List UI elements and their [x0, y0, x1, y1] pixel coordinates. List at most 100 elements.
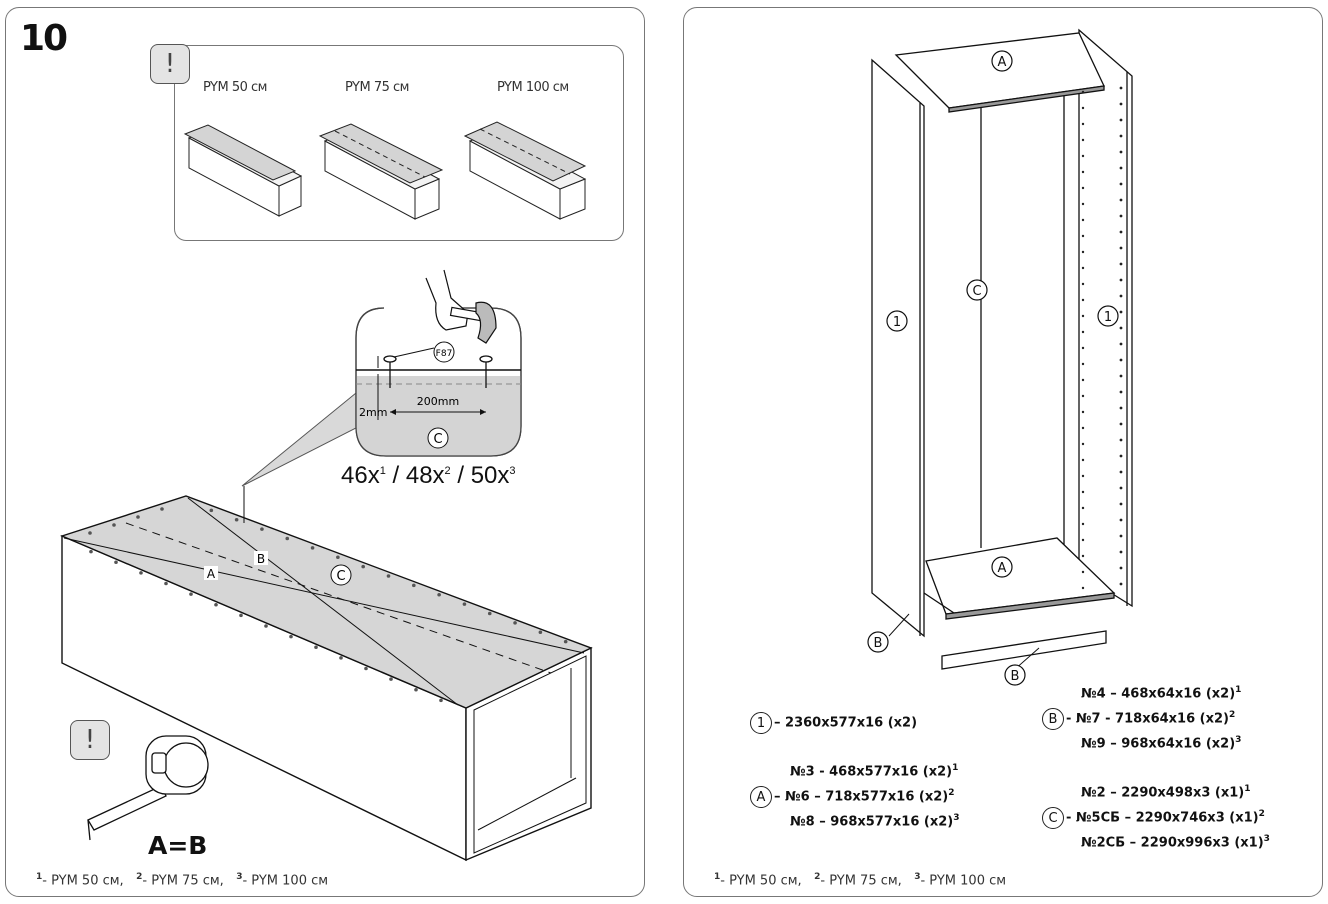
exclamation-icon: !: [150, 44, 190, 84]
screw-hole: [1081, 490, 1085, 494]
variant-label-50: PYM 50 см: [203, 80, 267, 95]
screw-hole: [239, 613, 243, 618]
part-c-spec-2: C- №5СБ – 2290x746x3 (x1)2: [1042, 807, 1265, 829]
screw-hole: [1119, 566, 1123, 570]
screw-hole: [1081, 378, 1085, 382]
part-c-spec-1: №2 – 2290x498x3 (x1)1: [1081, 784, 1251, 801]
screw-hole: [538, 630, 543, 635]
screw-hole: [1081, 138, 1085, 142]
screw-hole: [1081, 266, 1085, 270]
screw-hole: [1081, 362, 1085, 366]
bottom-shelf-label: A: [998, 561, 1007, 576]
screw-hole: [1119, 86, 1123, 90]
exploded-cabinet-drawing: A A C 1 1 B B: [867, 28, 1133, 686]
screw-hole: [1081, 474, 1085, 478]
screw-hole: [264, 624, 268, 628]
screw-hole: [1119, 486, 1123, 490]
detail-panel-label: C: [433, 432, 442, 447]
screw-hole: [1081, 522, 1085, 526]
screw-hole: [1119, 454, 1123, 458]
screw-hole: [214, 602, 218, 607]
variant-drawings: [183, 121, 587, 220]
left-instruction-panel: 10 PYM 50 см PYM 75 см PYM 100 см: [5, 7, 645, 897]
part-a-spec-2: A– №6 – 718x577x16 (x2)2: [750, 786, 955, 808]
screw-hole: [1119, 582, 1123, 586]
screw-hole: [1119, 118, 1123, 122]
screw-hole: [139, 571, 143, 575]
left-side-label: 1: [893, 315, 901, 330]
screw-hole: [1119, 502, 1123, 506]
screw-hole: [513, 621, 517, 625]
variant-footnote: 1- PYM 50 см, 2- PYM 75 см, 3- PYM 100 с…: [714, 872, 1007, 889]
variant-label-75: PYM 75 см: [345, 80, 409, 95]
screw-hole: [189, 592, 193, 596]
screw-hole: [1119, 182, 1123, 186]
back-panel-label: C: [972, 284, 981, 299]
plinth-left-label: B: [874, 636, 883, 651]
screw-hole: [1119, 550, 1123, 554]
panel-c-label: C: [336, 569, 345, 584]
screw-hole: [89, 549, 93, 554]
screw-hole: [1081, 506, 1085, 510]
screw-hole: [386, 574, 391, 578]
part-1-marker: 1: [750, 712, 772, 734]
screw-hole: [1081, 410, 1085, 414]
part-a-spec-1: №3 - 468x577x16 (x2)1: [790, 763, 959, 780]
screw-hole: [160, 507, 164, 511]
screw-hole: [1119, 470, 1123, 474]
screw-hole: [412, 583, 416, 588]
screw-hole: [1081, 570, 1085, 574]
diagonal-b-label: B: [257, 552, 265, 566]
screw-hole: [1119, 150, 1123, 154]
nail-spacing-dimension: 200mm: [417, 395, 459, 408]
screw-hole: [1081, 394, 1085, 398]
screw-hole: [1119, 198, 1123, 202]
screw-hole: [1119, 326, 1123, 330]
diagonal-a-label: A: [207, 567, 216, 581]
screw-hole: [487, 611, 492, 616]
screw-hole: [209, 508, 214, 513]
part-b-spec-1: №4 – 468x64x16 (x2)1: [1081, 685, 1242, 702]
edge-offset-dimension: 2mm: [359, 406, 387, 419]
variant-label-100: PYM 100 см: [497, 80, 569, 95]
screw-hole: [1081, 554, 1085, 558]
plinth-front-label: B: [1011, 669, 1020, 684]
screw-hole: [1081, 122, 1085, 126]
screw-hole: [1119, 134, 1123, 138]
screw-hole: [1119, 406, 1123, 410]
part-b-spec-3: №9 – 968x64x16 (x2)3: [1081, 735, 1242, 752]
screw-hole: [1081, 90, 1085, 94]
variant-box-75: [318, 123, 444, 220]
screw-hole: [1119, 310, 1123, 314]
cabinet-drawing: [60, 486, 593, 862]
screw-hole: [1119, 390, 1123, 394]
screw-hole: [361, 564, 365, 569]
part-c-spec-3: №2СБ – 2290x996x3 (x1)3: [1081, 834, 1270, 851]
screw-hole: [439, 698, 443, 703]
screw-hole: [1081, 106, 1085, 110]
screw-hole: [1081, 314, 1085, 318]
screw-hole: [1081, 346, 1085, 350]
screw-hole: [112, 523, 116, 527]
exclamation-icon: !: [70, 720, 110, 760]
right-side-label: 1: [1104, 310, 1112, 325]
screw-hole: [310, 546, 315, 550]
screw-hole: [1119, 374, 1123, 378]
screw-hole: [389, 677, 393, 681]
screw-hole: [1119, 102, 1123, 106]
screw-hole: [1081, 426, 1085, 430]
screw-hole: [336, 555, 340, 560]
screw-holes: [88, 507, 568, 703]
screw-hole: [1081, 586, 1085, 590]
screw-hole: [1119, 214, 1123, 218]
screw-hole: [260, 527, 264, 531]
screw-hole: [1119, 422, 1123, 426]
screw-hole: [1119, 166, 1123, 170]
hammer-icon: [425, 269, 497, 344]
screw-hole: [364, 666, 368, 671]
screw-hole: [1081, 458, 1085, 462]
screw-hole: [1081, 170, 1085, 174]
screw-hole: [1081, 330, 1085, 334]
part-1-spec: 1– 2360x577x16 (x2): [750, 712, 917, 734]
fastener-code: F87: [436, 349, 453, 359]
